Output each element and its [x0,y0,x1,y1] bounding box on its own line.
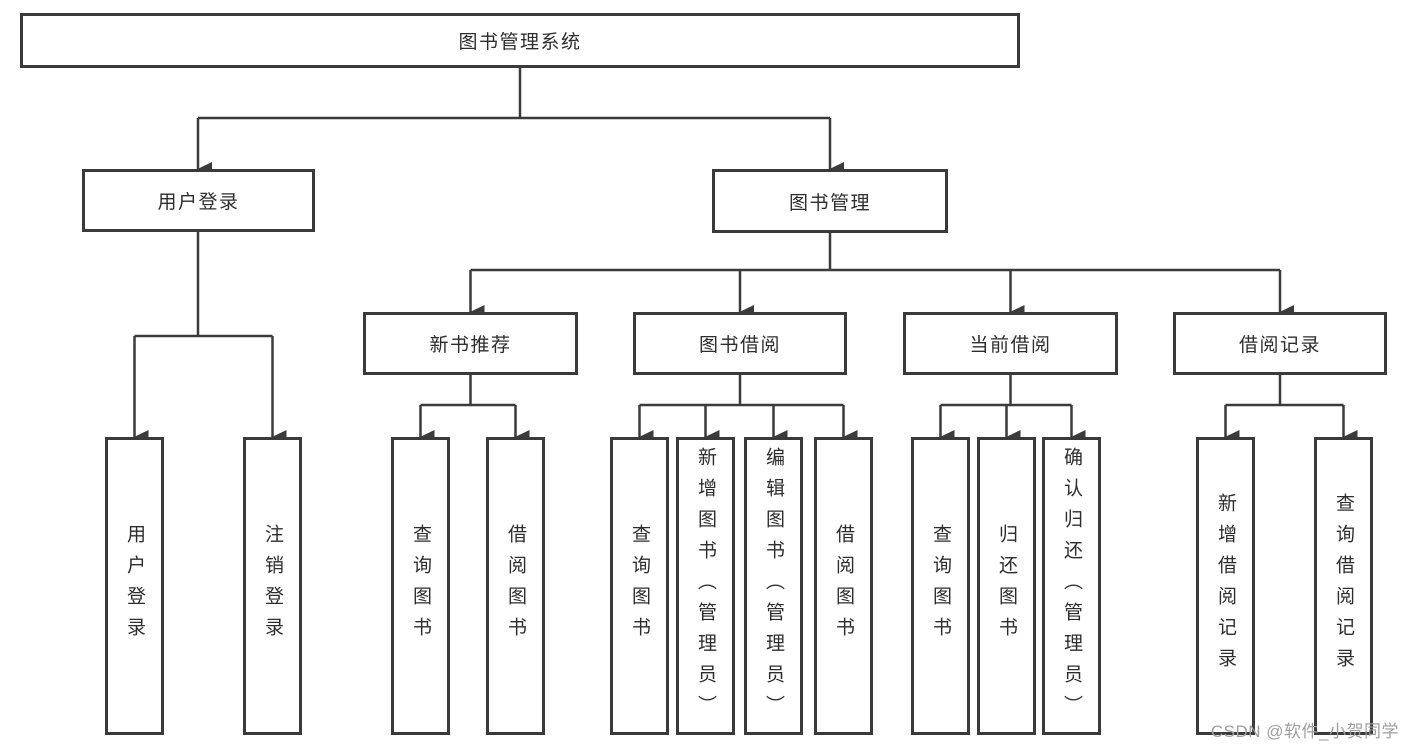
node-new-book-recommend: 新书推荐 [363,312,578,375]
leaf-query-borrow-record: 查询借阅记录 [1314,437,1373,735]
leaf-borrow-books: 借阅图书 [814,437,873,735]
leaf-add-book-admin: 新增图书（管理员） [676,437,735,735]
node-root: 图书管理系统 [20,13,1020,68]
leaf-logout: 注销登录 [243,437,302,735]
leaf-query-books-recommend: 查询图书 [391,437,450,735]
node-current-borrow: 当前借阅 [903,312,1118,375]
node-book-borrow: 图书借阅 [633,312,847,375]
leaf-query-books-borrow: 查询图书 [610,437,669,735]
leaf-edit-book-admin: 编辑图书（管理员） [744,437,803,735]
node-user-login: 用户登录 [82,169,315,232]
watermark: CSDN @软件_小贺同学 [1210,722,1399,741]
leaf-user-login: 用户登录 [105,437,164,735]
leaf-return-book: 归还图书 [977,437,1036,735]
node-borrow-records: 借阅记录 [1173,312,1387,375]
leaf-borrow-books-recommend: 借阅图书 [486,437,545,735]
leaf-confirm-return-admin: 确认归还（管理员） [1042,437,1101,735]
node-book-management: 图书管理 [712,169,948,233]
leaf-query-books-current: 查询图书 [911,437,970,735]
leaf-add-borrow-record: 新增借阅记录 [1196,437,1255,735]
